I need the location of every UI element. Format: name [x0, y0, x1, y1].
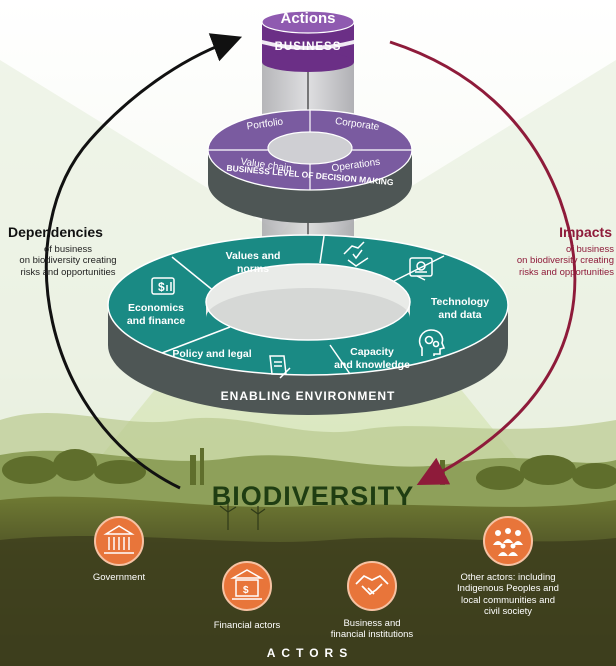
dependencies-title: Dependencies: [8, 224, 103, 240]
foreground-field: [0, 536, 616, 666]
scroll-gavel-icon: [269, 355, 291, 379]
dependencies-subtitle: of business on biodiversity creating ris…: [19, 244, 117, 278]
biodiversity-label: BIODIVERSITY: [211, 481, 415, 511]
actors-title: ACTORS: [266, 646, 354, 660]
economics-finance-label: Economics and finance: [126, 302, 186, 327]
business-label: BUSINESS: [274, 41, 342, 53]
financial-actors-label: Financial actors: [213, 620, 281, 631]
data-screen-icon: [409, 257, 433, 281]
government-building-icon: [94, 516, 144, 566]
hands-check-icon: [343, 241, 369, 267]
impacts-title: Impacts: [559, 224, 612, 240]
actions-label: Actions: [280, 10, 336, 27]
head-gears-icon: [418, 329, 446, 356]
bank-icon: $: [222, 561, 272, 611]
people-group-icon: [483, 516, 533, 566]
business-institutions-label: Business and financial institutions: [330, 618, 414, 641]
handshake-icon: [347, 561, 397, 611]
technology-data-label: Technology and data: [430, 296, 490, 321]
impacts-subtitle: of business on biodiversity creating ris…: [516, 244, 614, 278]
dependencies-arrow: [44, 33, 243, 490]
money-chart-icon: $: [151, 277, 175, 295]
policy-legal-label: Policy and legal: [172, 348, 252, 360]
capacity-knowledge-label: Capacity and knowledge: [334, 346, 410, 371]
enabling-environment-band: ENABLING ENVIRONMENT: [220, 389, 396, 403]
decision-making-disk: [207, 109, 413, 223]
impacts-arrow: [389, 40, 577, 485]
treeline: [2, 448, 616, 490]
government-label: Government: [92, 572, 146, 583]
other-actors-label: Other actors: including Indigenous Peopl…: [457, 572, 559, 618]
wind-turbines: [219, 503, 266, 530]
svg-text:$: $: [158, 280, 165, 294]
values-norms-label: Values and norms: [225, 250, 281, 275]
business-cylinder: [261, 10, 355, 72]
enabling-environment-disk: [107, 234, 509, 415]
svg-text:$: $: [243, 585, 249, 596]
